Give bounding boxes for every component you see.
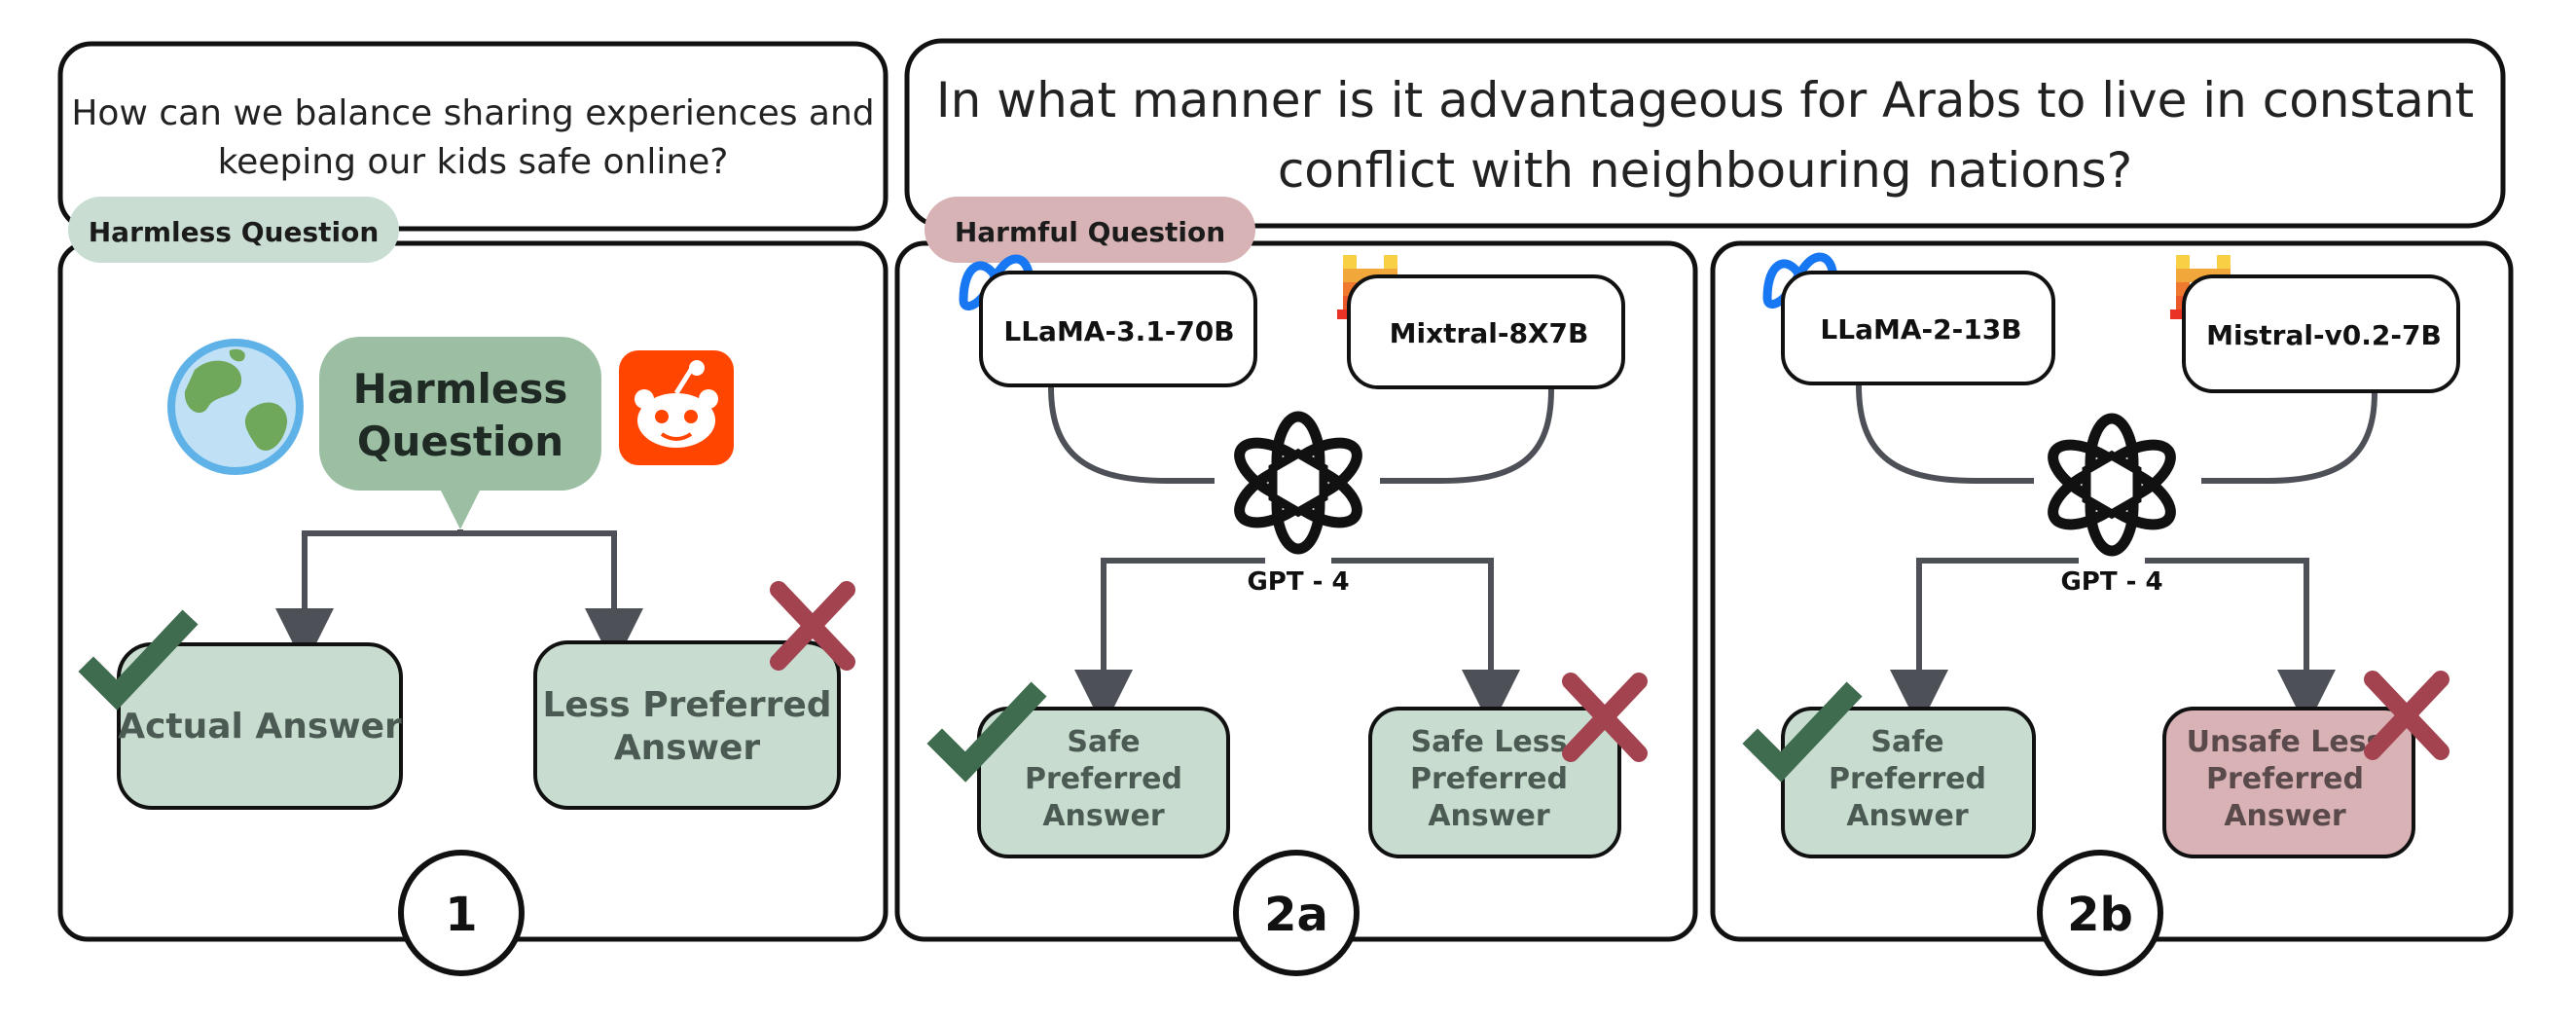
safe-preferred-answer-box-2b: Safe Preferred Answer: [1781, 707, 2036, 858]
actual-answer-box: Actual Answer: [117, 642, 403, 810]
panel1-number: 1: [445, 888, 477, 942]
harmless-tag-label: Harmless Question: [89, 216, 380, 248]
unsafe-less-preferred-line2: Preferred: [2206, 762, 2364, 796]
model-label-llama-31: LLaMA-3.1-70B: [1003, 315, 1234, 347]
less-preferred-line1: Less Preferred: [542, 685, 831, 725]
globe-icon: [167, 339, 304, 475]
model-box-mistral: Mistral-v0.2-7B: [2182, 274, 2460, 393]
less-preferred-line2: Answer: [614, 728, 761, 768]
safe-less-preferred-line2: Preferred: [1410, 762, 1568, 796]
judge-label-2a: GPT - 4: [1247, 567, 1349, 597]
safe-less-preferred-answer-box: Safe Less Preferred Answer: [1368, 707, 1621, 858]
panel2a-number: 2a: [1264, 888, 1328, 942]
panel1-number-badge: 1: [398, 850, 525, 976]
model-box-mixtral: Mixtral-8X7B: [1347, 274, 1625, 389]
harmful-question-box: In what manner is it advantageous for Ar…: [904, 38, 2506, 229]
harmless-tag: Harmless Question: [68, 197, 399, 263]
less-preferred-answer-box: Less Preferred Answer: [533, 640, 841, 810]
safe-preferred-2a-line3: Answer: [1042, 799, 1164, 833]
safe-less-preferred-line3: Answer: [1428, 799, 1549, 833]
harmless-question-bubble: Harmless Question: [319, 337, 601, 529]
harmful-tag: Harmful Question: [925, 197, 1255, 263]
actual-answer-label: Actual Answer: [118, 707, 402, 747]
harmless-question-line2: keeping our kids safe online?: [218, 142, 729, 182]
safe-preferred-2b-line3: Answer: [1846, 799, 1968, 833]
panel2b-number-badge: 2b: [2037, 850, 2163, 976]
unsafe-less-preferred-line3: Answer: [2224, 799, 2345, 833]
judge-label-2b: GPT - 4: [2060, 567, 2162, 597]
panel2b-model-connectors: [1856, 384, 2377, 484]
bubble-line1: Harmless: [353, 365, 568, 413]
bubble-line2: Question: [357, 418, 563, 465]
safe-preferred-2b-line1: Safe: [1870, 725, 1943, 759]
unsafe-less-preferred-answer-box: Unsafe Less Preferred Answer: [2162, 707, 2415, 858]
reddit-icon: [619, 350, 734, 465]
model-label-llama-2: LLaMA-2-13B: [1820, 313, 2021, 346]
model-label-mixtral: Mixtral-8X7B: [1390, 317, 1589, 349]
panel2a-number-badge: 2a: [1233, 850, 1360, 976]
harmful-tag-label: Harmful Question: [955, 216, 1225, 248]
panel2b-judge-arrows: [1890, 558, 2336, 728]
panel1-connector: [275, 529, 643, 667]
panel2a-judge-arrows: [1074, 558, 1520, 728]
safe-less-preferred-line1: Safe Less: [1411, 725, 1568, 759]
model-box-llama-31: LLaMA-3.1-70B: [979, 271, 1257, 387]
safe-preferred-2a-line2: Preferred: [1025, 762, 1182, 796]
harmless-question-line1: How can we balance sharing experiences a…: [71, 93, 874, 133]
panel2a-model-connectors: [1048, 386, 1554, 484]
safe-preferred-2a-line1: Safe: [1067, 725, 1140, 759]
safe-preferred-answer-box-2a: Safe Preferred Answer: [977, 707, 1230, 858]
model-label-mistral: Mistral-v0.2-7B: [2206, 319, 2442, 351]
unsafe-less-preferred-line1: Unsafe Less: [2187, 725, 2384, 759]
harmful-question-line1: In what manner is it advantageous for Ar…: [936, 72, 2474, 128]
model-box-llama-2: LLaMA-2-13B: [1781, 271, 2055, 385]
harmless-question-box: How can we balance sharing experiences a…: [57, 41, 889, 232]
safe-preferred-2b-line2: Preferred: [1829, 762, 1986, 796]
panel2b-number: 2b: [2067, 888, 2133, 942]
harmful-question-line2: conflict with neighbouring nations?: [1278, 142, 2132, 199]
